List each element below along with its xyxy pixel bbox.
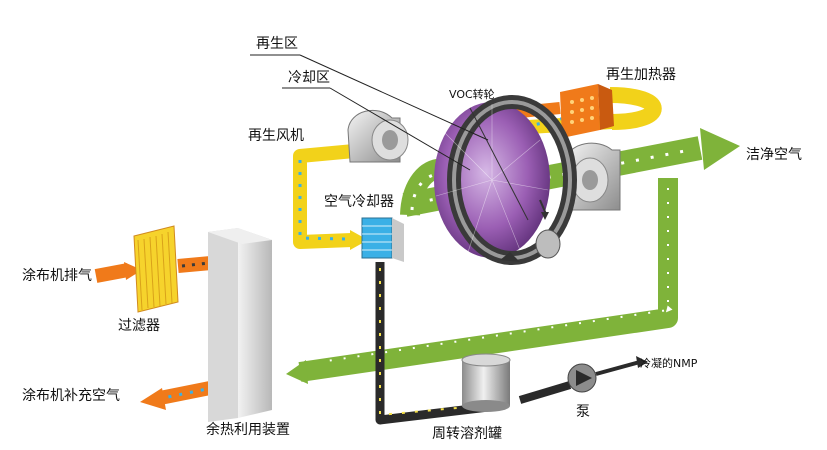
heat-recovery-label: 余热利用装置 [206, 422, 290, 438]
condensate-line [375, 262, 648, 425]
transfer-tank-label: 周转溶剂罐 [432, 426, 502, 442]
voc-rotor-label: VOC转轮 [449, 88, 495, 101]
voc-rotor [434, 95, 577, 265]
regeneration-heater [560, 84, 614, 138]
zone-leader-lines [250, 54, 489, 171]
pump-label: 泵 [576, 404, 590, 420]
pump [567, 363, 597, 393]
air-cooler [361, 217, 404, 262]
regen-fan-label: 再生风机 [248, 128, 304, 144]
transfer-tank [461, 353, 511, 412]
clean-air-return-loop [286, 178, 678, 384]
regen-heater-label: 再生加热器 [606, 67, 676, 83]
filter-label: 过滤器 [118, 318, 160, 334]
regen-zone-label: 再生区 [256, 36, 298, 52]
air-cooler-label: 空气冷却器 [324, 194, 394, 210]
clean-air-label: 洁净空气 [746, 147, 802, 163]
makeup-air-label: 涂布机补充空气 [22, 388, 120, 404]
filter [133, 225, 179, 313]
cooling-zone-label: 冷却区 [288, 70, 330, 86]
regeneration-fan [347, 109, 409, 163]
coater-exhaust-label: 涂布机排气 [22, 268, 92, 284]
condensed-nmp-label: 冷凝的NMP [640, 357, 698, 370]
heat-recovery-unit [208, 228, 272, 422]
clean-side-fan [564, 142, 621, 211]
